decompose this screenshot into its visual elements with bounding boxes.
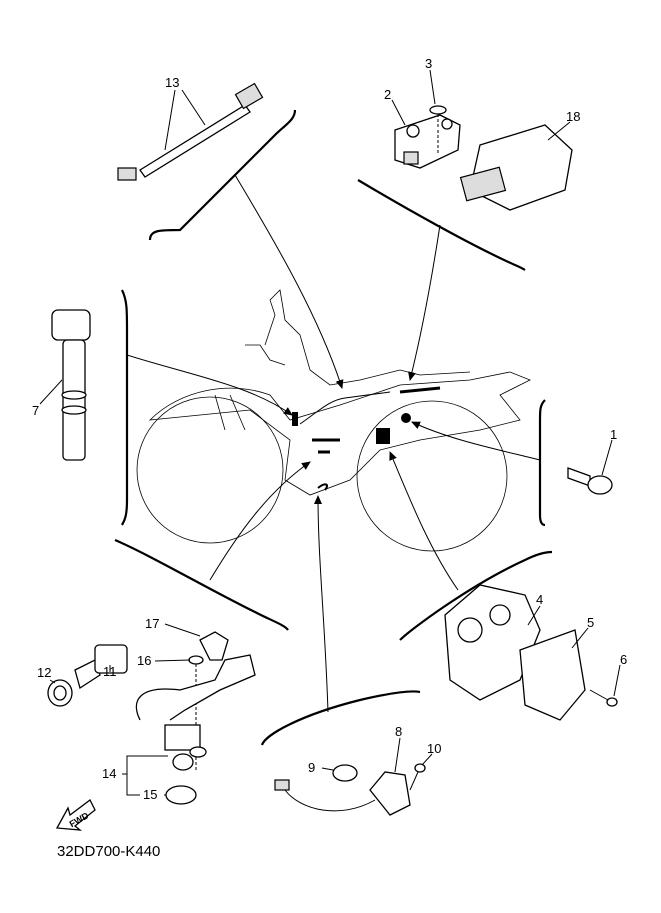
part-2-sensor: [394, 114, 461, 169]
part-7-ignition-coil: [51, 309, 91, 461]
part-17-clamp: [199, 631, 229, 661]
part-4-throttle-body: [444, 584, 541, 701]
leader-14-15: [122, 755, 168, 796]
label-18: 18: [566, 109, 580, 124]
group-brackets: [114, 109, 553, 746]
part-3-bolt: [429, 105, 447, 155]
part-5-sensor: [519, 629, 586, 721]
label-13: 13: [165, 75, 179, 90]
label-7: 7: [32, 403, 39, 418]
label-1: 1: [610, 427, 617, 442]
label-8: 8: [395, 724, 402, 739]
part-12-washer: [47, 679, 73, 707]
location-arrows: [126, 174, 541, 713]
part-11-sensor: [74, 644, 128, 690]
label-10: 10: [427, 741, 441, 756]
part-1-switch: [567, 467, 613, 495]
part-labels: 13 3 2 18 7 1 4 5 6 11 12 17 16 14 15 9 …: [32, 56, 627, 802]
label-2: 2: [384, 87, 391, 102]
label-6: 6: [620, 652, 627, 667]
part-15-o-ring: [165, 785, 197, 805]
diagram-code: 32DD700-K440: [57, 843, 160, 860]
label-3: 3: [425, 56, 432, 71]
label-17: 17: [145, 616, 159, 631]
label-12: 12: [37, 665, 51, 680]
component-locations: [292, 386, 441, 491]
callout-leaders: [39, 69, 621, 773]
label-14: 14: [102, 766, 116, 781]
part-6-screw: [589, 689, 618, 707]
motorcycle-outline: [136, 289, 531, 552]
forward-direction-arrow: FWD: [55, 799, 96, 831]
part-18-ecu: [459, 124, 573, 211]
part-13-harness: [117, 82, 264, 181]
label-16: 16: [137, 653, 151, 668]
part-9-o-ring: [332, 764, 358, 782]
label-4: 4: [536, 592, 543, 607]
label-15: 15: [143, 787, 157, 802]
part-14-sensor: [135, 654, 256, 771]
label-9: 9: [308, 760, 315, 775]
part-8-sensor: [274, 771, 411, 816]
label-11: 11: [103, 664, 117, 679]
part-10-screw: [409, 763, 426, 791]
label-5: 5: [587, 615, 594, 630]
